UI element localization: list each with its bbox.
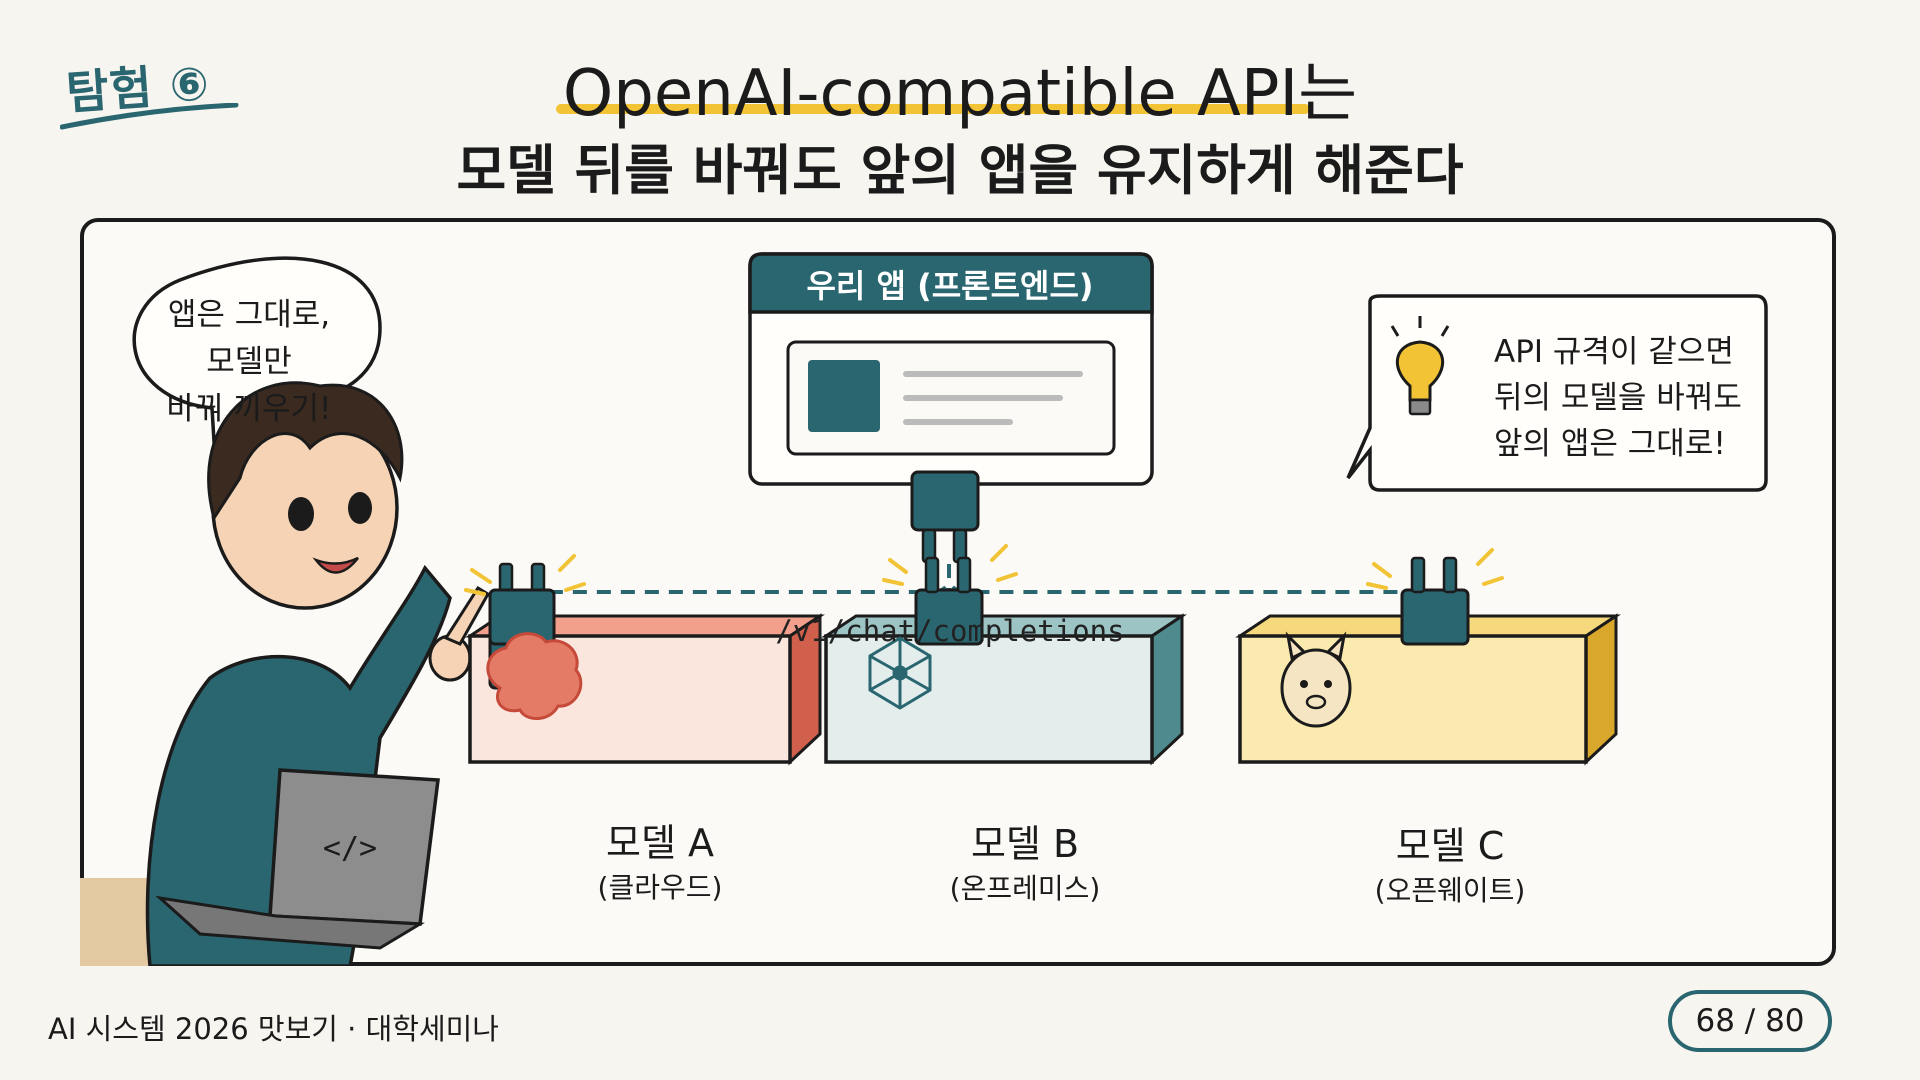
- speech-bubble-text: 앱은 그대로, 모델만 바꿔 끼우기!: [120, 292, 378, 433]
- model-a-subtitle: (클라우드): [597, 871, 723, 904]
- page-number: 68 / 80: [1695, 1003, 1805, 1039]
- llama-icon: [1280, 631, 1352, 728]
- model-b-subtitle: (온프레미스): [949, 872, 1101, 905]
- footer-course: AI 시스템 2026 맛보기 · 대학세미나: [48, 1012, 499, 1046]
- app-window: [748, 252, 1154, 486]
- speech-line: 바꿔 끼우기!: [166, 391, 332, 427]
- model-c-plug-icon: [1400, 556, 1470, 646]
- page-number-badge: 68 / 80: [1668, 990, 1832, 1052]
- page-title: OpenAI-compatible API는: [0, 42, 1920, 134]
- app-window-title: 우리 앱 (프론트엔드): [806, 267, 1094, 305]
- lightbulb-icon: [1390, 316, 1450, 416]
- diagram-canvas: </>: [80, 252, 1768, 966]
- page-title-text: OpenAI-compatible API는: [562, 57, 1358, 131]
- laptop: </>: [155, 768, 440, 950]
- speech-line: 모델만: [206, 344, 292, 380]
- tag-underline: [60, 103, 239, 130]
- app-plug-icon: [910, 470, 980, 564]
- network-icon: [868, 636, 932, 710]
- tip-line: 뒤의 모델을 바꿔도: [1494, 380, 1742, 416]
- title-highlight: [556, 104, 1310, 114]
- tip-line: API 규격이 같으면: [1494, 334, 1734, 370]
- endpoint-label: /v1/chat/completions: [775, 614, 1125, 648]
- model-c-subtitle: (오픈웨이트): [1374, 874, 1526, 907]
- developer-character: [80, 381, 491, 966]
- code-icon: </>: [323, 831, 377, 866]
- model-b-name: 모델 B: [970, 822, 1080, 866]
- tip-line: 앞의 앱은 그대로!: [1494, 426, 1726, 462]
- model-a-name: 모델 A: [606, 821, 714, 865]
- tip-text: API 규격이 같으면 뒤의 모델을 바꿔도 앞의 앱은 그대로!: [1494, 329, 1764, 467]
- model-b-plug-icon: [914, 556, 984, 646]
- brain-icon: [486, 632, 583, 720]
- tip-bubble: [1346, 294, 1768, 492]
- spark-marks: [464, 544, 1504, 596]
- speech-line: 앱은 그대로,: [167, 297, 331, 333]
- model-c-name: 모델 C: [1395, 824, 1505, 868]
- model-b-box: [821, 613, 1187, 766]
- page-subtitle: 모델 뒤를 바꿔도 앞의 앱을 유지하게 해준다: [456, 139, 1464, 202]
